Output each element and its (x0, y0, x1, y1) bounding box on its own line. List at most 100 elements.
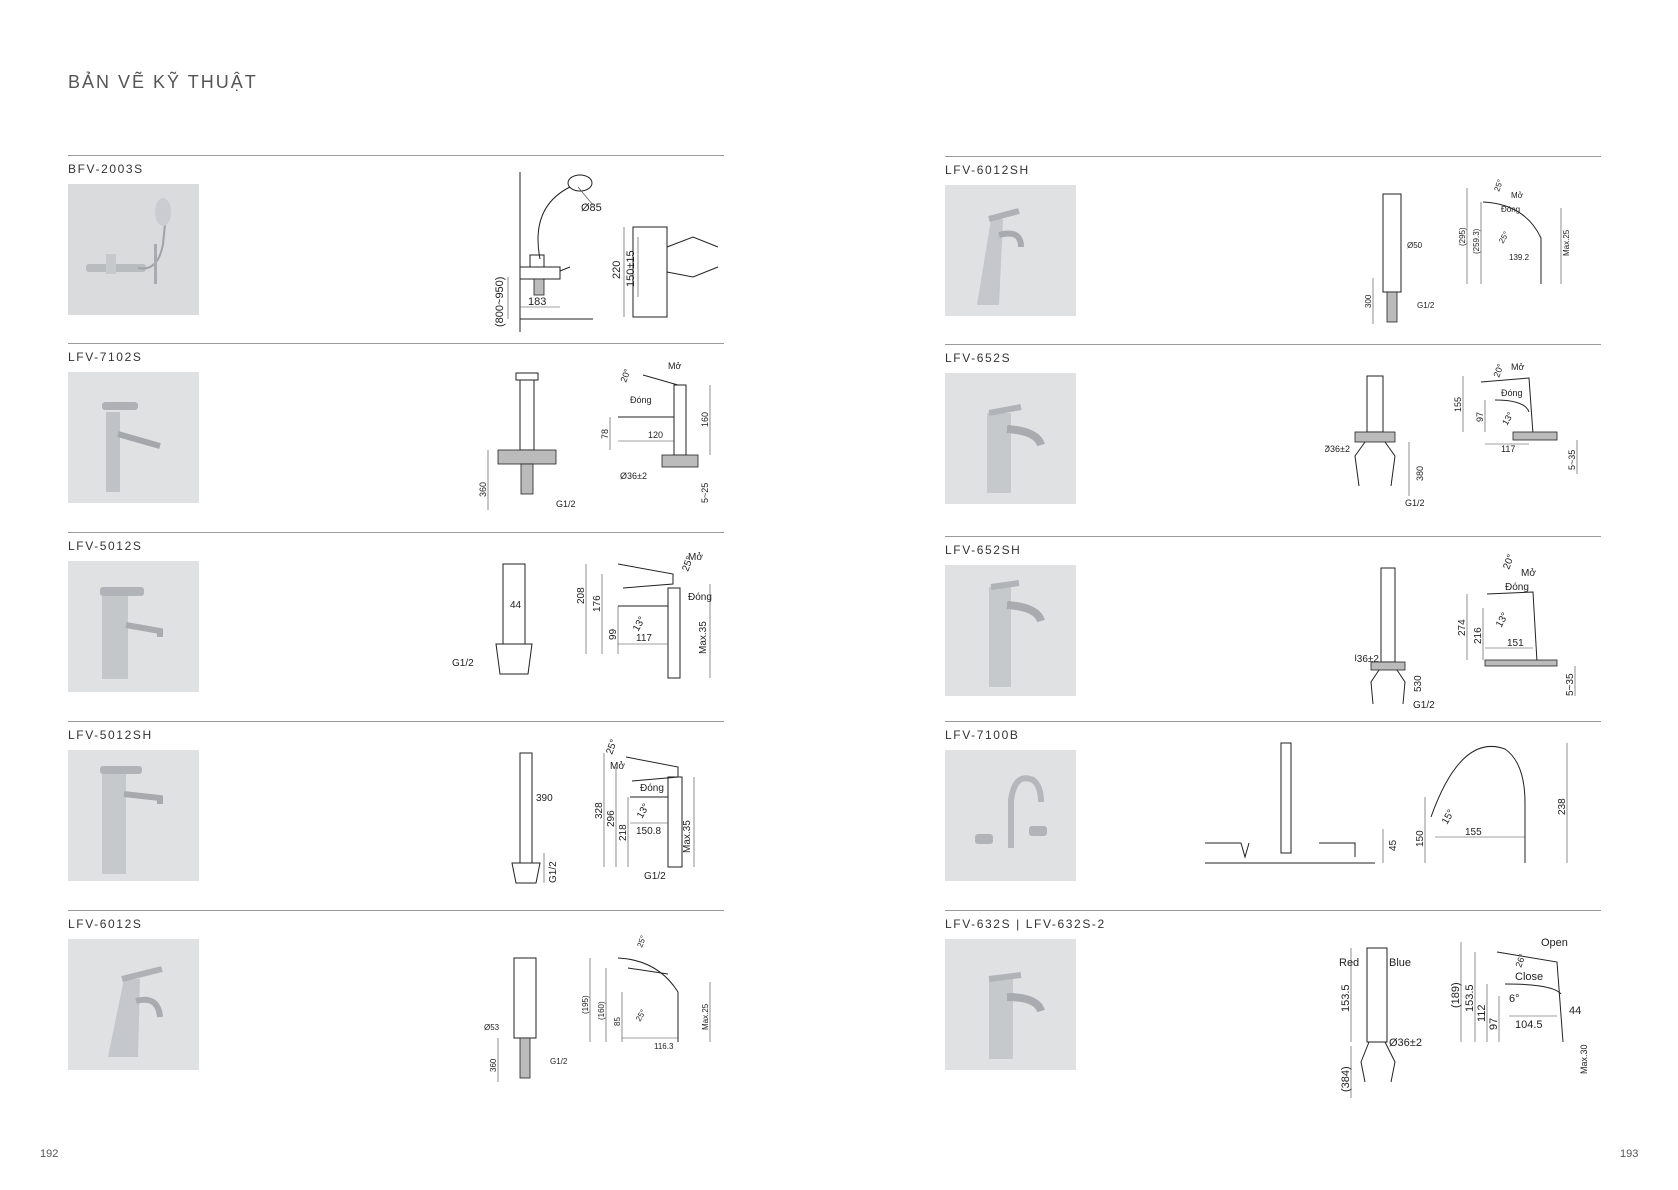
dim-label: Mở (688, 551, 703, 563)
dim-label: G1/2 (548, 861, 559, 883)
drawing-svg: 44 G1/2 Mở 25° Đóng 208 176 99 13° 117 M… (452, 551, 712, 679)
dim-label: 13° (1494, 611, 1511, 630)
faucet-photo-illustration (945, 185, 1076, 316)
faucet-photo-illustration (945, 939, 1076, 1070)
dim-label: 153.5 (1340, 984, 1352, 1012)
dim-label: 104.5 (1515, 1019, 1543, 1031)
dim-label: Đóng (688, 592, 712, 603)
product-photo (68, 750, 199, 881)
dim-label: 155 (1465, 827, 1482, 838)
page-number-left: 192 (40, 1148, 59, 1160)
dim-label: Max.35 (682, 820, 693, 853)
dim-label: G1/2 (644, 871, 666, 882)
dim-label: 25° (1492, 178, 1505, 192)
dim-label: 15° (1440, 808, 1457, 827)
dim-label: 117 (636, 633, 652, 644)
dim-label: 530 (1413, 675, 1424, 692)
drawing-svg: Ø50 300 G1/2 25° Mở Đóng (295) (259.3) 2… (1364, 178, 1571, 324)
model-name: LFV-5012S (68, 539, 143, 553)
drawing-svg: Ø85 (800~950) 183 220 150±15 (494, 172, 719, 332)
dim-label: Ø36±2 (620, 471, 647, 481)
product-section-lfv-5012s: LFV-5012S 44 G1/2 Mở 25° Đóng 208 176 99 (68, 532, 724, 720)
technical-drawing: Ø53 360 G1/2 25° (195) (160) 85 25° 116.… (478, 922, 724, 1092)
dim-label: (195) (581, 995, 590, 1014)
dim-label: (259.3) (1472, 228, 1481, 254)
dim-label: 25° (604, 738, 620, 756)
dim-label: G1/2 (1417, 301, 1435, 310)
product-photo (68, 561, 199, 692)
dim-label: 150.8 (636, 826, 661, 837)
dim-label: 13° (635, 802, 652, 821)
dim-label: 25° (635, 934, 648, 948)
section-divider (68, 910, 724, 911)
faucet-photo-illustration (945, 750, 1076, 881)
dim-label: Mở (668, 361, 681, 371)
dim-label: G1/2 (556, 499, 576, 509)
dim-label: 97 (1475, 412, 1485, 422)
dim-label: 78 (600, 429, 610, 439)
dim-label: Đóng (1505, 582, 1529, 593)
dim-label: Ø36±2 (1325, 444, 1350, 454)
dim-label: 44 (510, 600, 522, 611)
technical-drawing: Ø36±2 530 G1/2 20° Mở Đóng 274 216 13° 1… (1349, 548, 1601, 718)
faucet-photo-illustration (68, 939, 199, 1070)
section-divider (68, 721, 724, 722)
dim-label: 151 (1507, 638, 1524, 649)
section-divider (945, 344, 1601, 345)
section-divider (68, 343, 724, 344)
dim-label: (295) (1458, 227, 1467, 246)
dim-label: 139.2 (1509, 253, 1530, 262)
dim-label: 99 (608, 628, 619, 640)
technical-drawing: Ø85 (800~950) 183 220 150±15 (478, 167, 724, 337)
product-photo (945, 185, 1076, 316)
dim-label: Đóng (630, 395, 652, 405)
dim-label: 20° (1491, 362, 1505, 379)
dim-label: Mở (610, 760, 625, 772)
dim-label: 26° (1513, 952, 1527, 969)
dim-label: 238 (1557, 798, 1568, 815)
drawing-svg: 45 150 15° 155 238 (1205, 742, 1568, 864)
dim-label: Red (1339, 957, 1359, 969)
dim-label: 45 (1388, 839, 1399, 851)
dim-label: Close (1515, 971, 1543, 983)
model-name: LFV-7102S (68, 350, 143, 364)
dim-label: (384) (1340, 1066, 1352, 1092)
page-title: BẢN VẼ KỸ THUẬT (68, 72, 258, 92)
dim-label: 160 (700, 412, 710, 427)
product-photo (68, 184, 199, 315)
product-section-bfv-2003s: BFV-2003S Ø85 (800~950) 183 (68, 155, 724, 343)
dim-label: Open (1541, 937, 1568, 949)
section-divider (945, 536, 1601, 537)
drawing-svg: Ø53 360 G1/2 25° (195) (160) 85 25° 116.… (484, 934, 711, 1082)
dim-label: Đóng (1501, 388, 1523, 398)
drawing-svg: Red Blue 153.5 Ø36±2 (384) Open 26° Clos… (1339, 937, 1589, 1098)
dim-label: (189) (1450, 982, 1462, 1008)
dim-label: 300 (1365, 294, 1373, 308)
dim-label: 183 (528, 296, 546, 308)
dim-label: Max.30 (1579, 1044, 1589, 1074)
faucet-photo-illustration (68, 561, 199, 692)
dim-label: 117 (1501, 444, 1515, 454)
technical-drawing: Red Blue 153.5 Ø36±2 (384) Open 26° Clos… (1325, 922, 1601, 1102)
technical-drawing: 45 150 15° 155 238 (1195, 733, 1601, 903)
dim-label: Mở (1521, 567, 1536, 579)
faucet-photo-illustration (945, 565, 1076, 696)
model-name: LFV-632S | LFV-632S-2 (945, 917, 1106, 931)
dim-label: 25° (680, 555, 696, 573)
section-divider (945, 156, 1601, 157)
section-divider (945, 910, 1601, 911)
product-photo (945, 939, 1076, 1070)
model-name: LFV-7100B (945, 728, 1020, 742)
dim-label: 274 (1457, 619, 1468, 636)
dim-label: 150 (1415, 830, 1426, 847)
technical-drawing: 360 G1/2 Mở 20° Đóng 120 78 160 Ø36±2 5~… (478, 355, 724, 525)
dim-label: 150±15 (625, 250, 637, 287)
product-photo (945, 750, 1076, 881)
faucet-photo-illustration (945, 373, 1076, 504)
faucet-photo-illustration (68, 372, 199, 503)
dim-label: (160) (597, 1001, 606, 1020)
dim-label: Ø85 (581, 202, 602, 214)
product-section-lfv-632s: LFV-632S | LFV-632S-2 Red Blue 153.5 Ø36… (945, 910, 1601, 1098)
dim-label: Ø36±2 (1355, 654, 1379, 665)
dim-label: 25° (634, 1008, 648, 1023)
